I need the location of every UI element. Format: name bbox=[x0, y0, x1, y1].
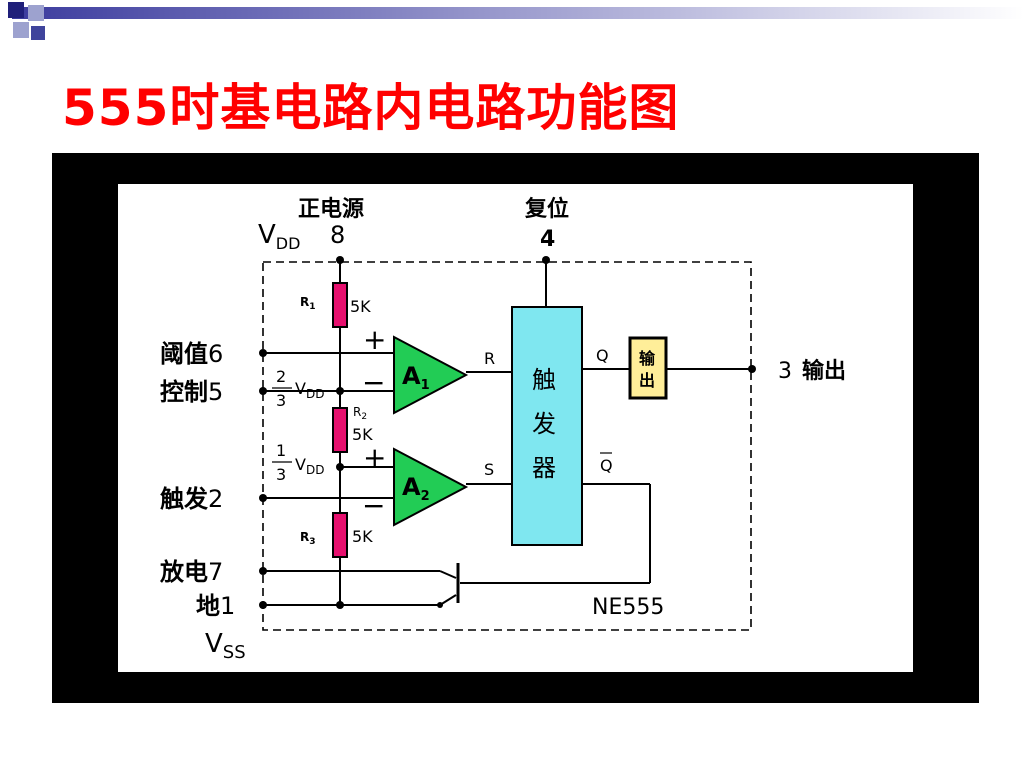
chip-boundary bbox=[262, 261, 752, 631]
flipflop-q: Q bbox=[596, 346, 609, 365]
one-third-den: 3 bbox=[276, 465, 286, 484]
flipflop-line1: 触 bbox=[532, 366, 556, 394]
a2-label: A2 bbox=[402, 473, 430, 504]
two-thirds-num: 2 bbox=[276, 367, 286, 386]
flipflop-qbar: Q bbox=[600, 456, 613, 475]
chip-name: NE555 bbox=[592, 595, 664, 620]
one-third-v: VDD bbox=[295, 455, 324, 477]
two-thirds-v: VDD bbox=[295, 379, 324, 401]
corner-squares-icon bbox=[8, 2, 1024, 40]
two-thirds-den: 3 bbox=[276, 391, 286, 410]
flipflop-line3: 器 bbox=[532, 454, 556, 482]
vdd-pin: 8 bbox=[330, 221, 345, 249]
resistor-r2 bbox=[332, 407, 348, 453]
a2-minus: − bbox=[362, 489, 385, 522]
pin-label-discharge: 放电7 bbox=[159, 558, 223, 586]
reset-pin: 4 bbox=[540, 227, 555, 252]
power-label: 正电源 bbox=[298, 197, 364, 222]
r2-name: R2 bbox=[353, 405, 367, 422]
buffer-line2: 出 bbox=[639, 371, 655, 390]
resistor-r3 bbox=[332, 512, 348, 558]
flipflop-block bbox=[511, 306, 583, 546]
reset-label: 复位 bbox=[524, 196, 569, 222]
one-third-num: 1 bbox=[276, 441, 286, 460]
slide-title: 555时基电路内电路功能图 bbox=[62, 79, 680, 137]
r3-name: R3 bbox=[300, 530, 316, 547]
resistor-r1 bbox=[332, 282, 348, 328]
flipflop-line2: 发 bbox=[532, 410, 556, 438]
a1-minus: − bbox=[362, 366, 385, 399]
vss-label: VSS bbox=[205, 629, 246, 663]
pin-label-trigger: 触发2 bbox=[160, 485, 223, 513]
pin-label-threshold: 阈值6 bbox=[160, 340, 223, 368]
a1-label: A1 bbox=[402, 362, 430, 393]
r1-name: R1 bbox=[300, 295, 316, 312]
pin-label-ground: 地1 bbox=[196, 592, 235, 620]
vdd-label: VDD bbox=[258, 220, 300, 253]
r2-value: 5K bbox=[352, 425, 373, 444]
a1-plus: + bbox=[363, 323, 386, 356]
comparator-a1 bbox=[393, 335, 469, 415]
flipflop-r: R bbox=[484, 349, 495, 368]
pin-label-control: 控制5 bbox=[160, 378, 223, 406]
comparator-a2 bbox=[393, 447, 469, 527]
flipflop-s: S bbox=[484, 460, 494, 479]
buffer-line1: 输 bbox=[639, 349, 656, 368]
r1-value: 5K bbox=[350, 297, 371, 316]
r3-value: 5K bbox=[352, 527, 373, 546]
a2-plus: + bbox=[363, 441, 386, 474]
